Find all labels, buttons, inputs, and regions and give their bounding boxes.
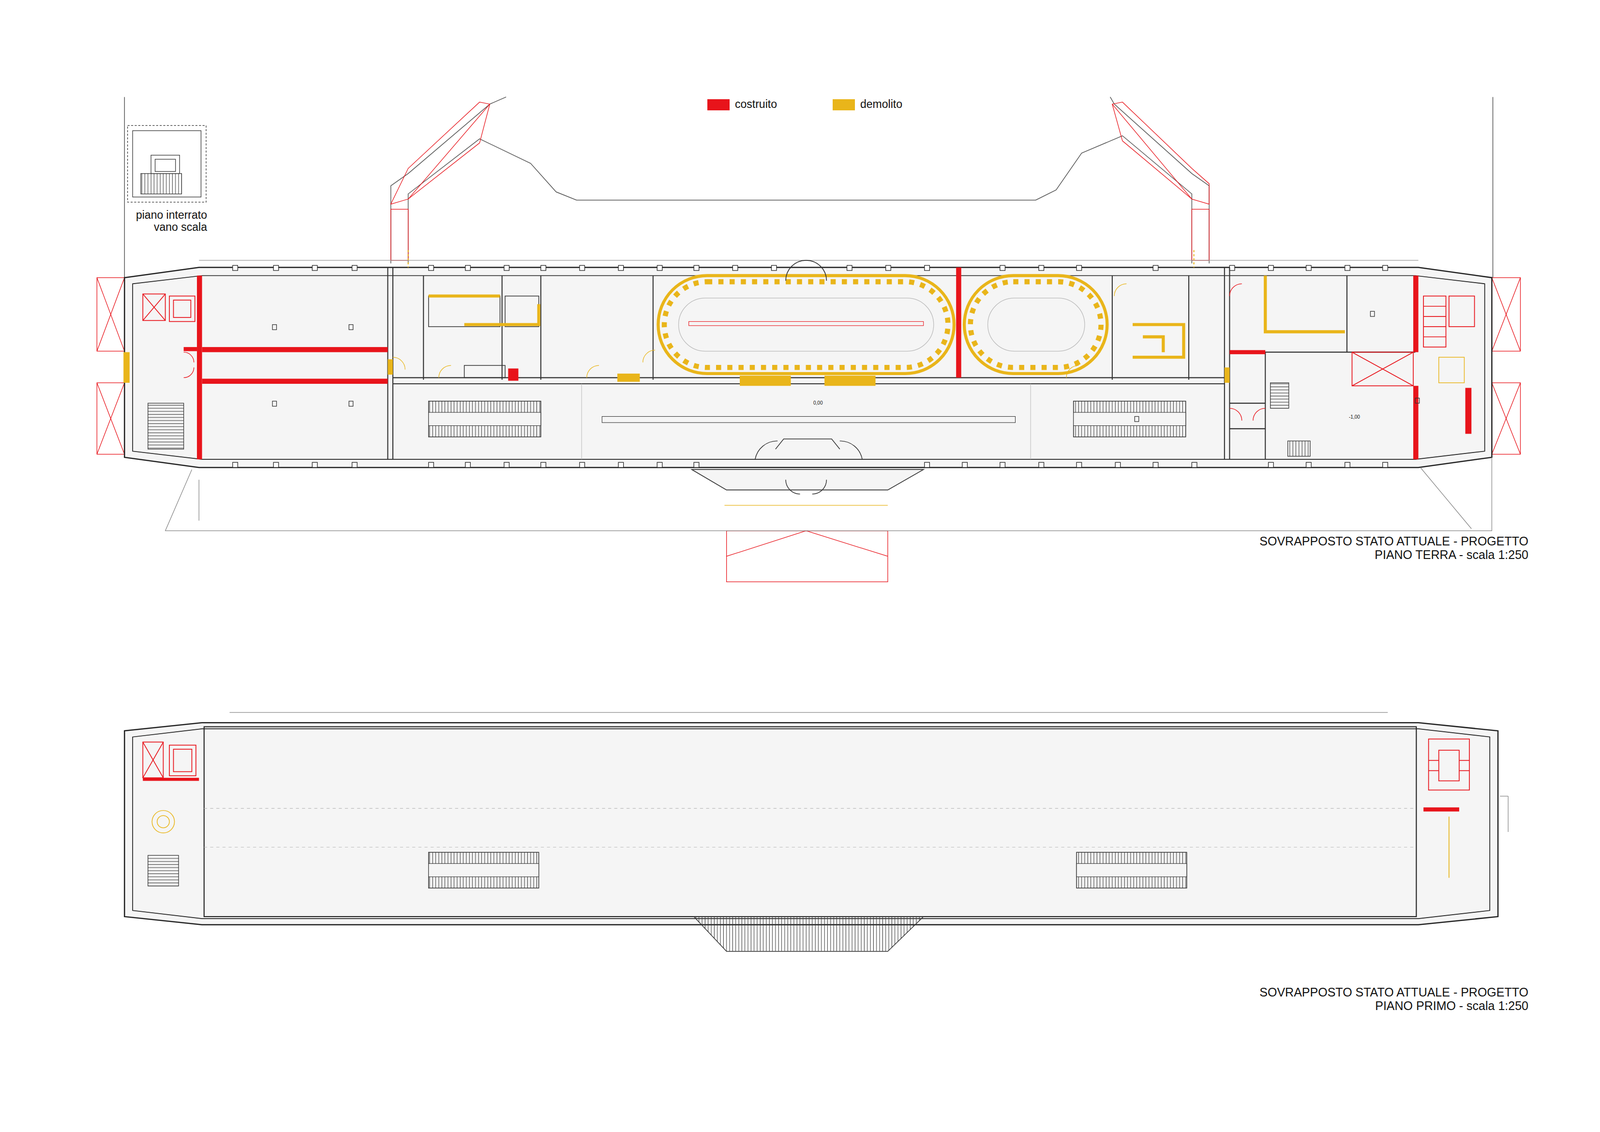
legend-label: demolito: [860, 98, 903, 111]
legend-swatch: [707, 99, 730, 111]
plan-caption: SOVRAPPOSTO STATO ATTUALE - PROGETTO: [1259, 985, 1529, 1000]
ground-floor: [123, 250, 1492, 531]
canopy: [124, 96, 1493, 278]
demolished-walls: [123, 250, 1465, 506]
plan-caption: SOVRAPPOSTO STATO ATTUALE - PROGETTO: [1259, 534, 1529, 549]
inset-caption: piano interrato vano scala: [122, 209, 208, 234]
level-mark: 0,00: [813, 400, 823, 406]
built-walls: [183, 267, 1472, 460]
legend-swatch: [832, 99, 855, 111]
ramps-new: [96, 102, 1521, 582]
plan-caption: PIANO TERRA - scala 1:250: [1374, 548, 1529, 562]
level-mark: -1,00: [1348, 414, 1361, 420]
basement-inset: [127, 125, 207, 202]
legend-label: costruito: [734, 98, 778, 111]
plan-caption: PIANO PRIMO - scala 1:250: [1375, 999, 1529, 1013]
first-floor: [124, 712, 1509, 952]
